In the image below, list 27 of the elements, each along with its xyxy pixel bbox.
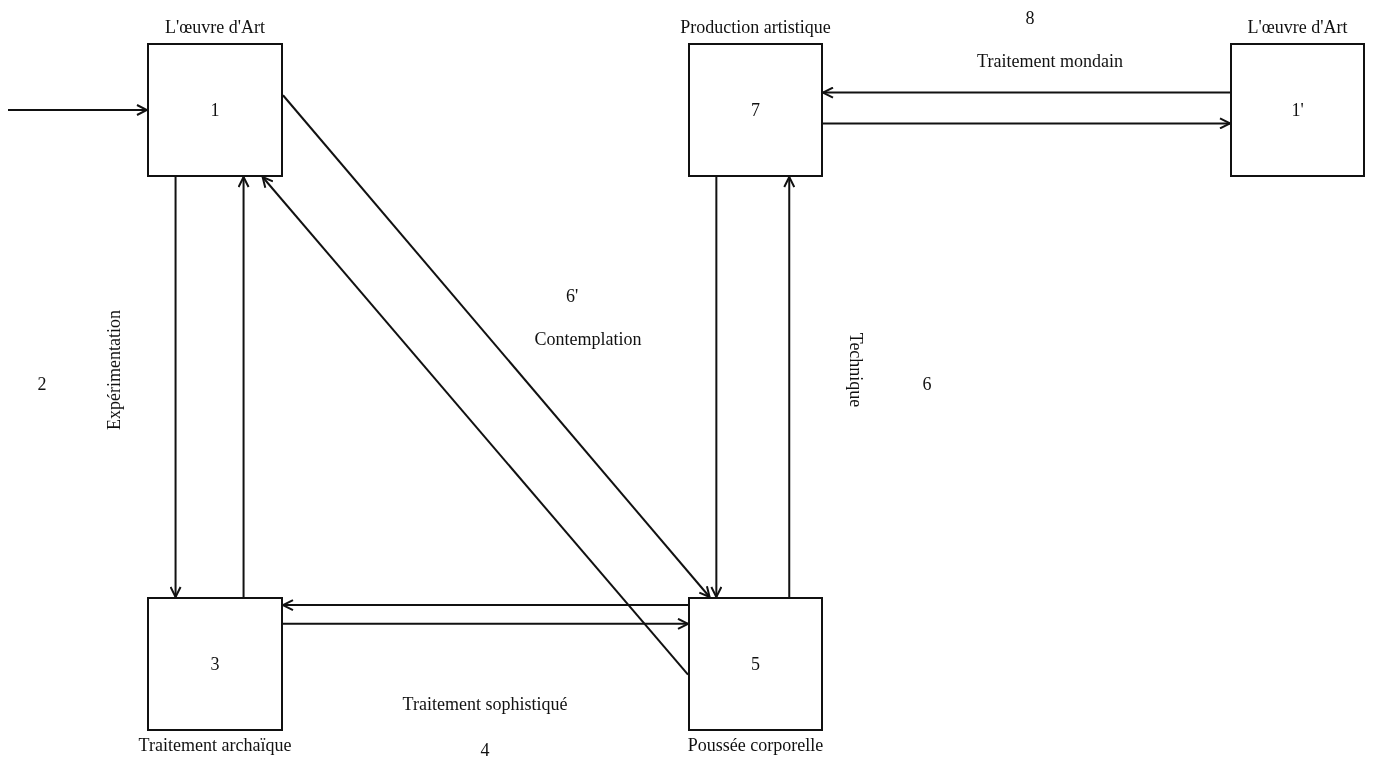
node-number: 1' (1291, 99, 1304, 121)
node-number: 1 (210, 99, 220, 121)
node-number: 3 (210, 653, 220, 675)
arrow (7, 104, 148, 116)
arrow (282, 617, 689, 630)
arrow (822, 86, 1231, 99)
node-heading: L'œuvre d'Art (1247, 17, 1348, 38)
step-number: 6' (565, 287, 579, 305)
arrow (282, 599, 689, 612)
arrow (261, 176, 689, 676)
arrow (282, 94, 711, 598)
arrow (783, 176, 796, 598)
step-number: 6 (922, 375, 932, 393)
node-number: 7 (751, 99, 760, 121)
node-heading: L'œuvre d'Art (165, 17, 265, 38)
step-number: 4 (480, 741, 490, 759)
step-number: 8 (1025, 9, 1035, 27)
node-heading: Poussée corporelle (687, 735, 824, 756)
arrow (237, 176, 250, 598)
node-heading: Traitement archaïque (138, 735, 292, 756)
arrow (710, 176, 723, 598)
node-number: 5 (751, 653, 760, 675)
edge-label: Expérimentation (105, 307, 125, 433)
step-number: 2 (37, 375, 47, 393)
arrow (169, 176, 182, 598)
arrow (822, 117, 1231, 130)
node-heading: Production artistique (680, 17, 831, 38)
